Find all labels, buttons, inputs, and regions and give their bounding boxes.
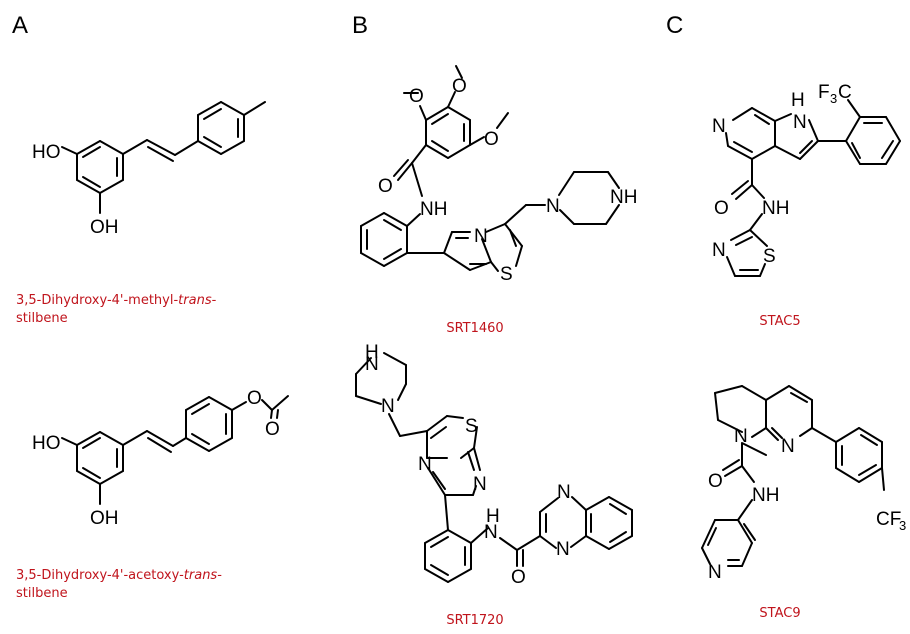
atom-label: N bbox=[712, 240, 726, 261]
atom-label: N bbox=[557, 482, 571, 503]
atom-label: N bbox=[734, 426, 748, 447]
caption-srt1460: SRT1460 bbox=[446, 321, 504, 336]
caption-stac9: STAC9 bbox=[759, 606, 801, 621]
atom-label: N bbox=[546, 196, 560, 217]
panel-label-b: B bbox=[352, 12, 369, 39]
atom-label: O bbox=[708, 471, 723, 492]
atom-label: NH bbox=[610, 187, 637, 208]
atom-label: N bbox=[556, 539, 570, 560]
structure-srt1720: H N N S N N bbox=[355, 342, 633, 588]
atom-label: N bbox=[793, 112, 807, 133]
atom-label: NH bbox=[762, 198, 789, 219]
atom-label: O bbox=[714, 198, 729, 219]
atom-label: 3 bbox=[830, 91, 837, 106]
caption-line: - bbox=[217, 568, 222, 583]
atom-label: O bbox=[265, 419, 280, 440]
atom-label: O bbox=[484, 129, 499, 150]
structure-acetoxy-stilbene: HO OH O O bbox=[32, 388, 289, 529]
atom-label: O bbox=[378, 176, 393, 197]
caption-line: stilbene bbox=[16, 311, 68, 326]
caption-stac5: STAC5 bbox=[759, 314, 801, 329]
atom-label: NH bbox=[420, 199, 447, 220]
panel-label-a: A bbox=[12, 12, 29, 39]
atom-label: N bbox=[418, 454, 432, 475]
atom-label: O bbox=[247, 388, 262, 409]
caption-acetoxy-stilbene: 3,5-Dihydroxy-4'-acetoxy-trans- stilbene bbox=[16, 567, 222, 603]
atom-label: N bbox=[365, 354, 379, 375]
atom-label: O bbox=[409, 86, 424, 107]
caption-italic: trans bbox=[178, 293, 212, 308]
atom-label: OH bbox=[90, 217, 119, 238]
structure-srt1460: O O O O NH bbox=[360, 65, 637, 285]
atom-label: F bbox=[818, 82, 830, 103]
atom-label: HO bbox=[32, 433, 61, 454]
caption-line: stilbene bbox=[16, 586, 68, 601]
atom-label: O bbox=[452, 76, 467, 97]
structure-methyl-stilbene: HO OH bbox=[32, 101, 266, 238]
atom-label: NH bbox=[752, 485, 779, 506]
atom-label: N bbox=[484, 522, 498, 543]
atom-label: CF bbox=[876, 509, 901, 530]
atom-label: N bbox=[781, 436, 795, 457]
atom-label: H bbox=[365, 342, 379, 363]
atom-label: N bbox=[473, 474, 487, 495]
panel-label-c: C bbox=[666, 12, 684, 39]
atom-label: H bbox=[486, 506, 500, 527]
structure-stac9: N N CF 3 bbox=[701, 385, 906, 583]
atom-label: N bbox=[708, 562, 722, 583]
atom-label: S bbox=[465, 416, 478, 437]
atom-label: H bbox=[791, 90, 805, 111]
atom-label: S bbox=[500, 264, 513, 285]
atom-label: OH bbox=[90, 508, 119, 529]
caption-line: 3,5-Dihydroxy-4'-methyl- bbox=[16, 293, 179, 308]
atom-label: S bbox=[763, 246, 776, 267]
caption-italic: trans bbox=[183, 568, 218, 583]
caption-methyl-stilbene: 3,5-Dihydroxy-4'-methyl-trans- stilbene bbox=[16, 292, 216, 328]
atom-label: N bbox=[474, 226, 488, 247]
atom-label: O bbox=[511, 567, 526, 588]
caption-line: - bbox=[211, 293, 217, 308]
caption-srt1720: SRT1720 bbox=[446, 613, 504, 628]
atom-label: HO bbox=[32, 142, 61, 163]
atom-label: N bbox=[712, 116, 726, 137]
atom-label: 3 bbox=[899, 518, 906, 533]
atom-label: C bbox=[838, 82, 852, 103]
structure-stac5: N H N F 3 C bbox=[712, 82, 901, 277]
caption-line: 3,5-Dihydroxy-4'-acetoxy- bbox=[16, 568, 184, 583]
atom-label: N bbox=[381, 396, 395, 417]
